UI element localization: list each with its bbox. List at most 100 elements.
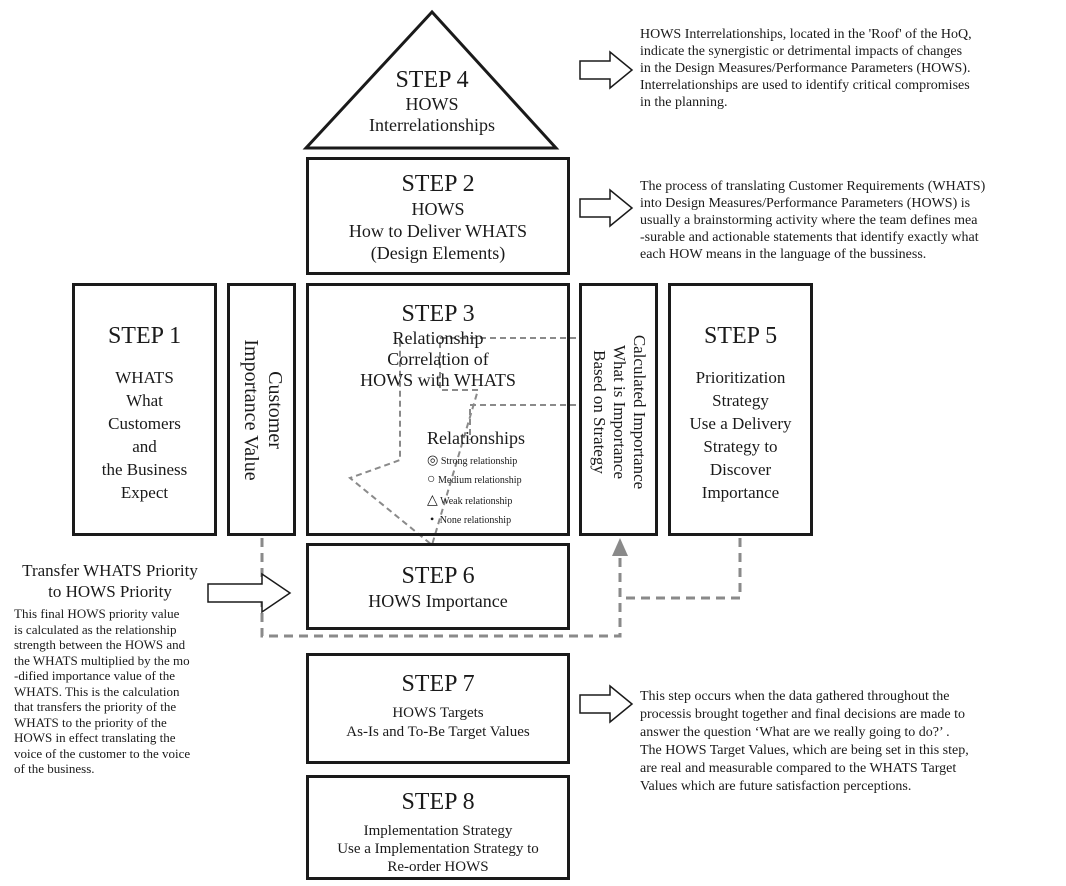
step4-text: STEP 4 HOWS Interrelationships [330, 66, 534, 136]
step6-title: STEP 6 [401, 563, 475, 589]
transfer-line: the WHATS multiplied by the mo [14, 652, 190, 668]
note-line: usually a brainstorming activity where t… [640, 213, 978, 228]
note-line: answer the question ‘What are we really … [640, 725, 950, 740]
note-line: Interrelationships are used to identify … [640, 78, 970, 93]
step6-line1: HOWS Importance [368, 591, 508, 611]
transfer-line: voice of the customer to the voice [14, 745, 191, 761]
step7-title: STEP 7 [401, 671, 475, 697]
legend-label: None relationship [439, 515, 512, 526]
customer-importance-box: Customer Importance Value [227, 283, 296, 536]
transfer-line: that transfers the priority of the [14, 699, 177, 714]
step2-line1: HOWS [411, 199, 465, 219]
transfer-line: is calculated as the relationship [14, 621, 177, 637]
step5-line: Prioritization [695, 368, 786, 387]
step2-box: STEP 2 HOWS How to Deliver WHATS (Design… [306, 157, 570, 275]
transfer-line: WHATS to the priority of the [14, 714, 167, 730]
step3-line3: HOWS with WHATS [360, 370, 516, 390]
step7-line2: As-Is and To-Be Target Values [346, 724, 530, 740]
transfer-line: of the business. [14, 761, 95, 776]
step2-line2: How to Deliver WHATS [348, 221, 528, 241]
transfer-heading-line2: to HOWS Priority [48, 582, 172, 601]
note-step4: HOWS Interrelationships, located in the … [640, 26, 1060, 111]
step1-line: Customers [108, 414, 181, 433]
note-line: This step occurs when the data gathered … [640, 689, 950, 704]
note-line: HOWS Interrelationships, located in the … [640, 27, 972, 42]
customer-importance-text: Customer Importance Value [239, 285, 287, 535]
step8-line3: Re-order HOWS [387, 859, 489, 875]
step5-line: Use a Delivery [689, 414, 792, 433]
transfer-heading-line1: Transfer WHATS Priority [22, 561, 198, 580]
step1-title: STEP 1 [107, 323, 182, 349]
customer-importance-line1: Customer [264, 371, 286, 449]
step8-box: STEP 8 Implementation Strategy Use a Imp… [306, 775, 570, 880]
up-arrow-head [612, 538, 628, 556]
step3-line1: Relationship [392, 328, 484, 348]
step1-line: the Business [101, 460, 188, 479]
none-relationship-icon: • [430, 512, 435, 526]
step8-title: STEP 8 [401, 789, 475, 815]
calculated-importance-line2: What is Importance [610, 344, 629, 480]
legend-label: Strong relationship [440, 456, 518, 467]
roof-triangle [302, 9, 560, 150]
arrow-icon [579, 50, 634, 90]
step1-line: WHATS [115, 368, 174, 387]
arrow-icon [579, 684, 634, 724]
legend-item-none: • None relationship [427, 512, 511, 527]
calculated-importance-line1: Calculated Importance [630, 334, 649, 490]
step1-box: STEP 1 WHATS What Customers and the Busi… [72, 283, 217, 536]
transfer-line: strength between the HOWS and [14, 637, 186, 652]
medium-relationship-icon: ○ [427, 472, 436, 487]
step1-line: Expect [120, 483, 169, 502]
arrow-icon [579, 188, 634, 228]
note-line: each HOW means in the language of the bu… [640, 247, 927, 262]
step1-line: and [132, 437, 157, 456]
step8-line2: Use a Implementation Strategy to [337, 841, 539, 857]
calculated-importance-line3: Based on Strategy [590, 350, 609, 474]
step3-line2: Correlation of [387, 349, 489, 369]
step5-line: Strategy [712, 391, 769, 410]
weak-relationship-icon: △ [427, 493, 438, 508]
legend-label: Weak relationship [440, 496, 513, 507]
transfer-line: This final HOWS priority value [14, 606, 180, 621]
note-line: in the planning. [640, 95, 728, 110]
step5-line: Strategy to [703, 437, 778, 456]
legend-item-weak: △ Weak relationship [427, 492, 512, 509]
step4-line2: Interrelationships [369, 115, 495, 135]
transfer-heading: Transfer WHATS Priority to HOWS Priority [2, 560, 218, 602]
step3-header: STEP 3 Relationship Correlation of HOWS … [309, 300, 567, 391]
note-line: -surable and actionable statements that … [640, 230, 979, 245]
arrow-icon [207, 572, 292, 614]
step5-title: STEP 5 [703, 323, 778, 349]
step4-title: STEP 4 [395, 67, 469, 93]
legend-item-medium: ○ Medium relationship [427, 472, 522, 488]
step6-box: STEP 6 HOWS Importance [306, 543, 570, 630]
step3-box: STEP 3 Relationship Correlation of HOWS … [306, 283, 570, 536]
note-line: are real and measurable compared to the … [640, 761, 957, 776]
note-line: The process of translating Customer Requ… [640, 179, 986, 194]
legend-title: Relationships [427, 428, 525, 448]
note-step2: The process of translating Customer Requ… [640, 178, 1060, 263]
step3-title: STEP 3 [401, 301, 475, 327]
step5-line: Importance [701, 483, 780, 502]
step5-box: STEP 5 Prioritization Strategy Use a Del… [668, 283, 813, 536]
step7-line1: HOWS Targets [392, 705, 484, 721]
transfer-line: HOWS in effect translating the [14, 730, 176, 745]
dashed-flow-arrow [347, 337, 586, 547]
customer-importance-line2: Importance Value [240, 339, 262, 481]
step2-title: STEP 2 [401, 171, 475, 197]
step4-line1: HOWS [405, 94, 459, 114]
note-line: Values which are future satisfaction per… [640, 779, 912, 794]
note-line: indicate the synergistic or detrimental … [640, 44, 963, 59]
calculated-importance-text: Calculated Importance What is Importance… [589, 287, 649, 537]
transfer-line: -dified importance value of the [14, 668, 175, 683]
calculated-importance-box: Calculated Importance What is Importance… [579, 283, 658, 536]
note-line: processis brought together and final dec… [640, 707, 966, 722]
note-line: in the Design Measures/Performance Param… [640, 61, 971, 76]
step7-box: STEP 7 HOWS Targets As-Is and To-Be Targ… [306, 653, 570, 764]
note-line: The HOWS Target Values, which are being … [640, 743, 969, 758]
strong-relationship-icon: ◎ [427, 452, 439, 467]
transfer-line: WHATS. This is the calculation [14, 683, 180, 699]
step8-line1: Implementation Strategy [363, 823, 513, 839]
transfer-description: This final HOWS priority value is calcul… [14, 606, 244, 777]
